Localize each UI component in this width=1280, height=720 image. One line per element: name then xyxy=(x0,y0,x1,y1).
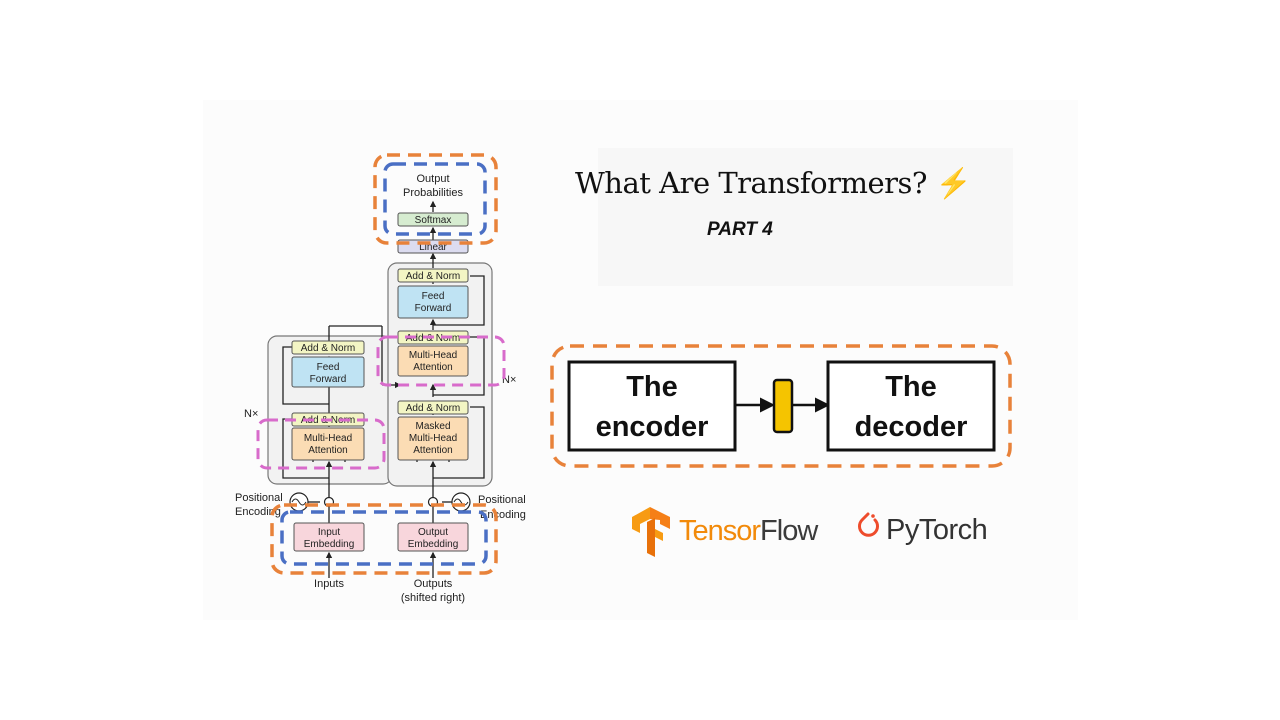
output-probabilities-label-1: Output xyxy=(416,173,449,185)
decoder-mha-label-1: Multi-Head xyxy=(409,350,457,361)
softmax-label: Softmax xyxy=(415,215,452,226)
input-embedding-label-2: Embedding xyxy=(304,539,355,550)
encoder-add-norm-top-label: Add & Norm xyxy=(301,343,355,354)
tensorflow-word-flow: Flow xyxy=(760,515,818,547)
encoder-mha-label-2: Attention xyxy=(308,445,347,456)
input-embedding-label-1: Input xyxy=(318,527,340,538)
decoder-feed-forward-label-2: Forward xyxy=(415,303,452,314)
encoder-feed-forward xyxy=(291,356,365,388)
encoder-positional-label-1: Positional xyxy=(235,492,283,504)
decoder-box xyxy=(826,360,996,452)
output-blue-highlight xyxy=(383,162,487,236)
decoder-masked-label-1: Masked xyxy=(415,421,450,432)
decoder-wave-icon xyxy=(453,498,469,506)
embedding-orange-highlight xyxy=(270,503,498,575)
encoder-nx-label: N× xyxy=(244,408,258,420)
decoder-feed-forward xyxy=(397,285,469,319)
decoder-add-norm-bottom-label: Add & Norm xyxy=(406,403,460,414)
output-embedding-block xyxy=(397,522,469,552)
outputs-label-1: Outputs xyxy=(414,578,453,590)
decoder-attention-pink-highlight xyxy=(376,335,506,387)
encoder-decoder-orange-highlight xyxy=(550,344,1012,468)
softmax-block xyxy=(397,212,469,227)
pytorch-logo-icon xyxy=(858,512,879,537)
output-probabilities-label-2: Probabilities xyxy=(403,187,463,199)
encoder-wave-icon xyxy=(291,498,307,506)
inputs-label: Inputs xyxy=(314,578,344,590)
decoder-mha-label-2: Attention xyxy=(413,362,452,373)
encoder-mha-label-1: Multi-Head xyxy=(304,433,352,444)
encoder-box-label-2: encoder xyxy=(596,411,709,443)
output-embedding-label-2: Embedding xyxy=(408,539,459,550)
title-panel xyxy=(598,148,1013,286)
tensorflow-logo-icon xyxy=(632,507,670,557)
encoder-box-label-1: The xyxy=(626,371,678,403)
input-embedding-block xyxy=(293,522,365,552)
linear-label: Linear xyxy=(419,242,447,253)
context-connector xyxy=(772,378,794,434)
encoder-decoder-diagram: The encoder The decoder xyxy=(550,344,1012,468)
decoder-feed-forward-label-1: Feed xyxy=(422,291,445,302)
decoder-multi-head-attention xyxy=(397,345,469,377)
encoder-attention-pink-highlight xyxy=(256,418,386,470)
decoder-nx-label: N× xyxy=(502,374,516,386)
page-title: What Are Transformers? ⚡ xyxy=(575,166,972,200)
encoder-feed-forward-label-1: Feed xyxy=(317,362,340,373)
decoder-box-label-2: decoder xyxy=(855,411,968,443)
output-orange-highlight xyxy=(373,153,498,245)
decoder-add-norm-bottom xyxy=(397,400,469,415)
pytorch-wordmark: PyTorch xyxy=(886,514,988,546)
decoder-masked-multi-head-attention xyxy=(397,416,469,461)
output-embedding-label-1: Output xyxy=(418,527,448,538)
tensorflow-word-tensor: Tensor xyxy=(679,515,761,547)
embedding-blue-highlight xyxy=(280,510,488,566)
part-label: PART 4 xyxy=(707,219,773,240)
transformer-diagram: Add & Norm Feed Forward Add & Norm Multi… xyxy=(235,153,526,604)
encoder-box xyxy=(567,360,737,452)
outputs-label-2: (shifted right) xyxy=(401,592,465,604)
decoder-positional-label-1: Positional xyxy=(478,494,526,506)
decoder-box-label-1: The xyxy=(885,371,937,403)
encoder-feed-forward-label-2: Forward xyxy=(310,374,347,385)
tensorflow-wordmark: TensorFlow xyxy=(679,515,818,548)
decoder-add-norm-top xyxy=(397,268,469,283)
decoder-add-norm-top-label: Add & Norm xyxy=(406,271,460,282)
encoder-multi-head-attention xyxy=(291,427,365,461)
decoder-positional-label-2: Encoding xyxy=(480,509,526,521)
encoder-positional-label-2: Encoding xyxy=(235,506,281,518)
encoder-add-norm-top xyxy=(291,340,365,355)
decoder-masked-label-2: Multi-Head xyxy=(409,433,457,444)
decoder-masked-label-3: Attention xyxy=(413,445,452,456)
